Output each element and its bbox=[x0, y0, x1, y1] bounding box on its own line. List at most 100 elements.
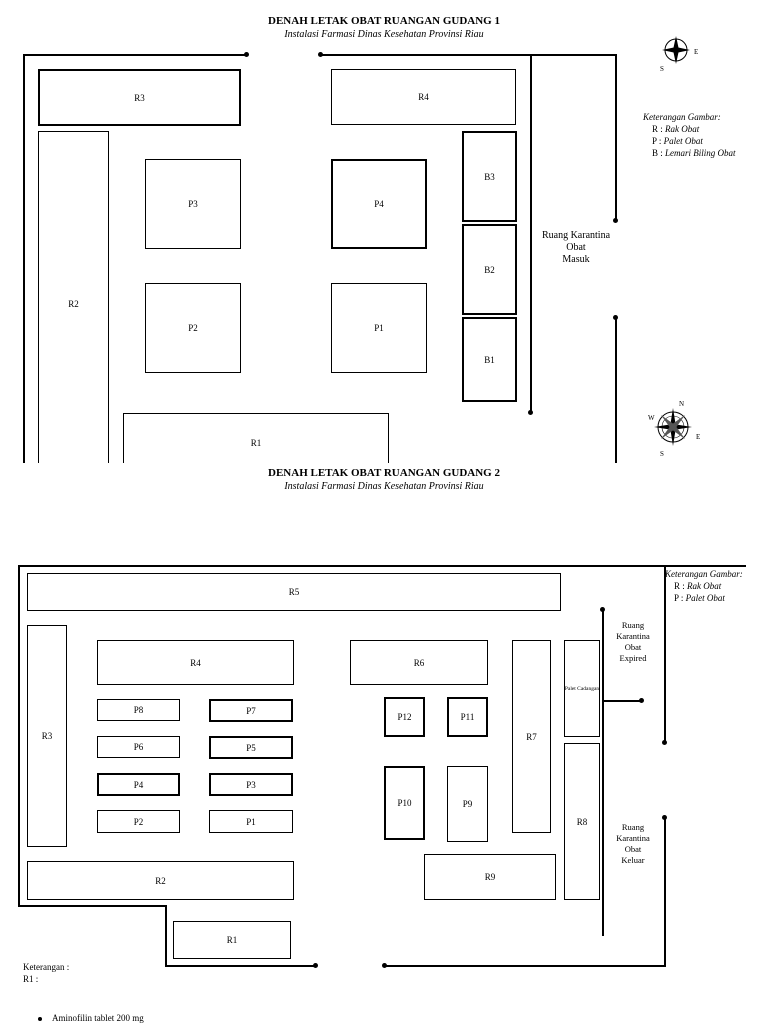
map2-subtitle: Instalasi Farmasi Dinas Kesehatan Provin… bbox=[284, 481, 484, 492]
map2-wall-left bbox=[18, 565, 20, 907]
map2-pallet-p6: P6 bbox=[97, 736, 180, 758]
room-line: Ruang bbox=[621, 620, 645, 630]
map1-legend-item: P : Palet Obat bbox=[652, 136, 703, 147]
map2-pallet-p8: P8 bbox=[97, 699, 180, 721]
map2-rack-r1: R1 bbox=[173, 921, 291, 959]
room-line: Ruang Karantina bbox=[541, 230, 611, 241]
compass-south-label: S bbox=[660, 450, 664, 458]
map2-pallet-p2: P2 bbox=[97, 810, 180, 833]
legend-desc: Lemari Biling Obat bbox=[665, 148, 736, 158]
map2-pallet-p9: P9 bbox=[447, 766, 488, 842]
map2-pallet-p10: P10 bbox=[384, 766, 425, 840]
room-line: Obat bbox=[566, 242, 586, 253]
map1-quarantine-room-label: Ruang Karantina Obat Masuk bbox=[531, 230, 621, 266]
map2-pallet-p3: P3 bbox=[209, 773, 293, 796]
map2-partition bbox=[602, 610, 604, 936]
map1-legend-title: Keterangan Gambar: bbox=[643, 112, 721, 122]
legend-code: R : bbox=[652, 124, 663, 134]
map1-legend-item: B : Lemari Biling Obat bbox=[652, 148, 736, 159]
map2-door-marker bbox=[662, 740, 667, 745]
map1-cabinet-b1: B1 bbox=[462, 317, 517, 402]
room-line: Obat bbox=[624, 844, 642, 854]
map1-door-marker bbox=[613, 218, 618, 223]
map2-rack-r2: R2 bbox=[27, 861, 294, 900]
map1-pallet-p3: P3 bbox=[145, 159, 241, 249]
map2-pallet-p7: P7 bbox=[209, 699, 293, 722]
map2-wall-step bbox=[18, 905, 166, 907]
map1-pallet-p1: P1 bbox=[331, 283, 427, 373]
map1-door-marker bbox=[244, 52, 249, 57]
map2-rack-r3: R3 bbox=[27, 625, 67, 847]
map2-wall-top bbox=[18, 565, 746, 567]
map1-compass-icon: N W E S bbox=[648, 400, 700, 458]
compass-north-label: N bbox=[679, 400, 684, 408]
map2-rack-r6: R6 bbox=[350, 640, 488, 685]
map1-cabinet-b2: B2 bbox=[462, 224, 517, 315]
map1-rack-r4: R4 bbox=[331, 69, 516, 125]
map1-wall-top-right bbox=[320, 54, 617, 56]
map1-wall-top-left bbox=[23, 54, 247, 56]
legend-code: R : bbox=[674, 581, 685, 591]
map2-wall-right-upper bbox=[664, 565, 666, 743]
room-line: Expired bbox=[619, 653, 647, 663]
map2-pallet-p4: P4 bbox=[97, 773, 180, 796]
map2-wall-step-down bbox=[165, 905, 167, 967]
map2-legend-title: Keterangan Gambar: bbox=[665, 569, 743, 579]
notes-item-text: Aminofilin tablet 200 mg bbox=[52, 1013, 144, 1023]
map2-room-keluar-label: Ruang Karantina Obat Keluar bbox=[603, 822, 663, 866]
notes-r1-label: R1 : bbox=[23, 974, 39, 984]
map1-rack-r3: R3 bbox=[38, 69, 241, 126]
map1-floorplan: R3 R4 R2 R1 P3 P4 P2 P1 B3 B2 B1 bbox=[0, 0, 768, 463]
map2-wall-right-lower bbox=[664, 818, 666, 967]
map2-pallet-p11: P11 bbox=[447, 697, 488, 737]
map2-partition-branch bbox=[602, 700, 642, 702]
map2-rack-r4: R4 bbox=[97, 640, 294, 685]
map1-wall-inner bbox=[530, 54, 532, 414]
map2-legend-item: P : Palet Obat bbox=[674, 593, 725, 604]
map2-legend-item: R : Rak Obat bbox=[674, 581, 721, 592]
map1-title: DENAH LETAK OBAT RUANGAN GUDANG 1 bbox=[268, 15, 500, 27]
room-line: Karantina bbox=[616, 833, 650, 843]
map2-pallet-p5: P5 bbox=[209, 736, 293, 759]
map2-pallet-p1: P1 bbox=[209, 810, 293, 833]
map1-pallet-p4: P4 bbox=[331, 159, 427, 249]
map1-wall-left bbox=[23, 54, 25, 463]
legend-desc: Palet Obat bbox=[685, 593, 725, 603]
map1-door-marker bbox=[528, 410, 533, 415]
legend-desc: Rak Obat bbox=[687, 581, 722, 591]
compass-south-label: S bbox=[660, 65, 664, 73]
map1-compass-top-icon: E S bbox=[660, 36, 698, 73]
compass-east-label: E bbox=[696, 433, 700, 441]
room-line: Keluar bbox=[621, 855, 645, 865]
map2-room-expired-label: Ruang Karantina Obat Expired bbox=[603, 620, 663, 664]
map2-title: DENAH LETAK OBAT RUANGAN GUDANG 2 bbox=[268, 467, 500, 479]
map1-rack-r1: R1 bbox=[123, 413, 389, 463]
notes-heading: Keterangan : bbox=[23, 962, 70, 972]
room-line: Masuk bbox=[562, 254, 590, 265]
bullet-icon bbox=[38, 1016, 42, 1021]
map2-door-marker bbox=[600, 607, 605, 612]
map2-rack-r8: R8 bbox=[564, 743, 600, 900]
map2-wall-bottom-left bbox=[165, 965, 316, 967]
map1-pallet-p2: P2 bbox=[145, 283, 241, 373]
legend-desc: Rak Obat bbox=[665, 124, 700, 134]
compass-east-label: E bbox=[694, 48, 698, 56]
map1-cabinet-b3: B3 bbox=[462, 131, 517, 222]
map2-wall-bottom-right bbox=[384, 965, 665, 967]
map1-rack-r2: R2 bbox=[38, 131, 109, 463]
map1-legend-item: R : Rak Obat bbox=[652, 124, 699, 135]
legend-desc: Palet Obat bbox=[663, 136, 703, 146]
map1-wall-right-upper bbox=[615, 54, 617, 222]
map2-door-marker bbox=[662, 815, 667, 820]
map2-rack-r5: R5 bbox=[27, 573, 561, 611]
map1-wall-right-lower bbox=[615, 318, 617, 463]
map2-spare-pallet: Palet Cadangan bbox=[564, 640, 600, 737]
map2-door-marker bbox=[313, 963, 318, 968]
room-line: Ruang bbox=[621, 822, 645, 832]
legend-code: P : bbox=[674, 593, 684, 603]
room-line: Karantina bbox=[616, 631, 650, 641]
notes-list-item: Aminofilin tablet 200 mg bbox=[38, 1013, 144, 1024]
legend-code: P : bbox=[652, 136, 662, 146]
compass-west-label: W bbox=[648, 414, 655, 422]
map2-pallet-p12: P12 bbox=[384, 697, 425, 737]
